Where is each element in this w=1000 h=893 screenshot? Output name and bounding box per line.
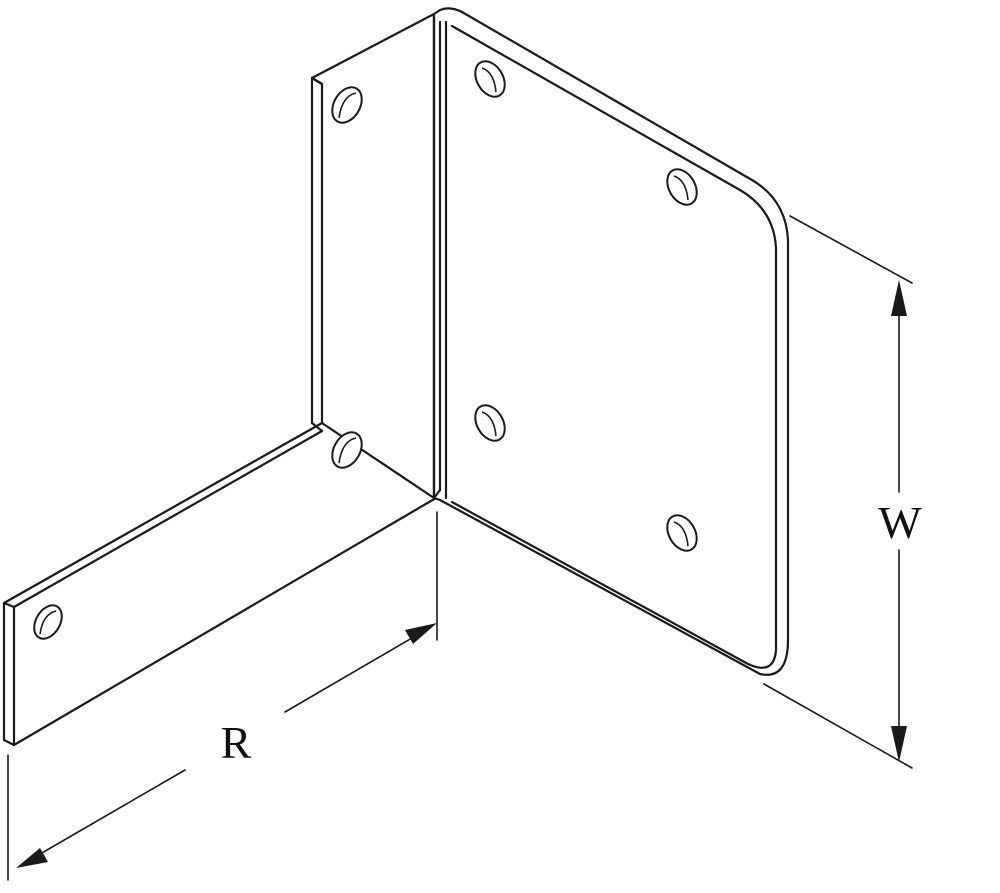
holes bbox=[33, 60, 698, 640]
hole bbox=[331, 86, 363, 124]
hole bbox=[474, 60, 506, 98]
dimension-label-w: W bbox=[878, 497, 922, 548]
extension-line bbox=[763, 683, 913, 769]
arrowhead bbox=[891, 726, 907, 762]
front-plate bbox=[432, 7, 790, 676]
arrowhead bbox=[405, 623, 437, 644]
dimension-label-r: R bbox=[221, 717, 252, 768]
dimension-line bbox=[284, 630, 425, 713]
dimension-w: W bbox=[763, 215, 922, 769]
arrowhead bbox=[16, 848, 48, 868]
hole bbox=[666, 514, 698, 552]
hole bbox=[666, 168, 698, 206]
hole bbox=[33, 604, 63, 640]
long-leg bbox=[2, 421, 438, 747]
hole bbox=[474, 404, 506, 442]
dimension-line bbox=[27, 769, 186, 862]
extension-line bbox=[789, 215, 913, 284]
hole bbox=[331, 431, 363, 469]
arrowhead bbox=[891, 280, 907, 316]
short-leg-plate bbox=[310, 12, 436, 500]
dimension-r: R bbox=[7, 511, 438, 881]
